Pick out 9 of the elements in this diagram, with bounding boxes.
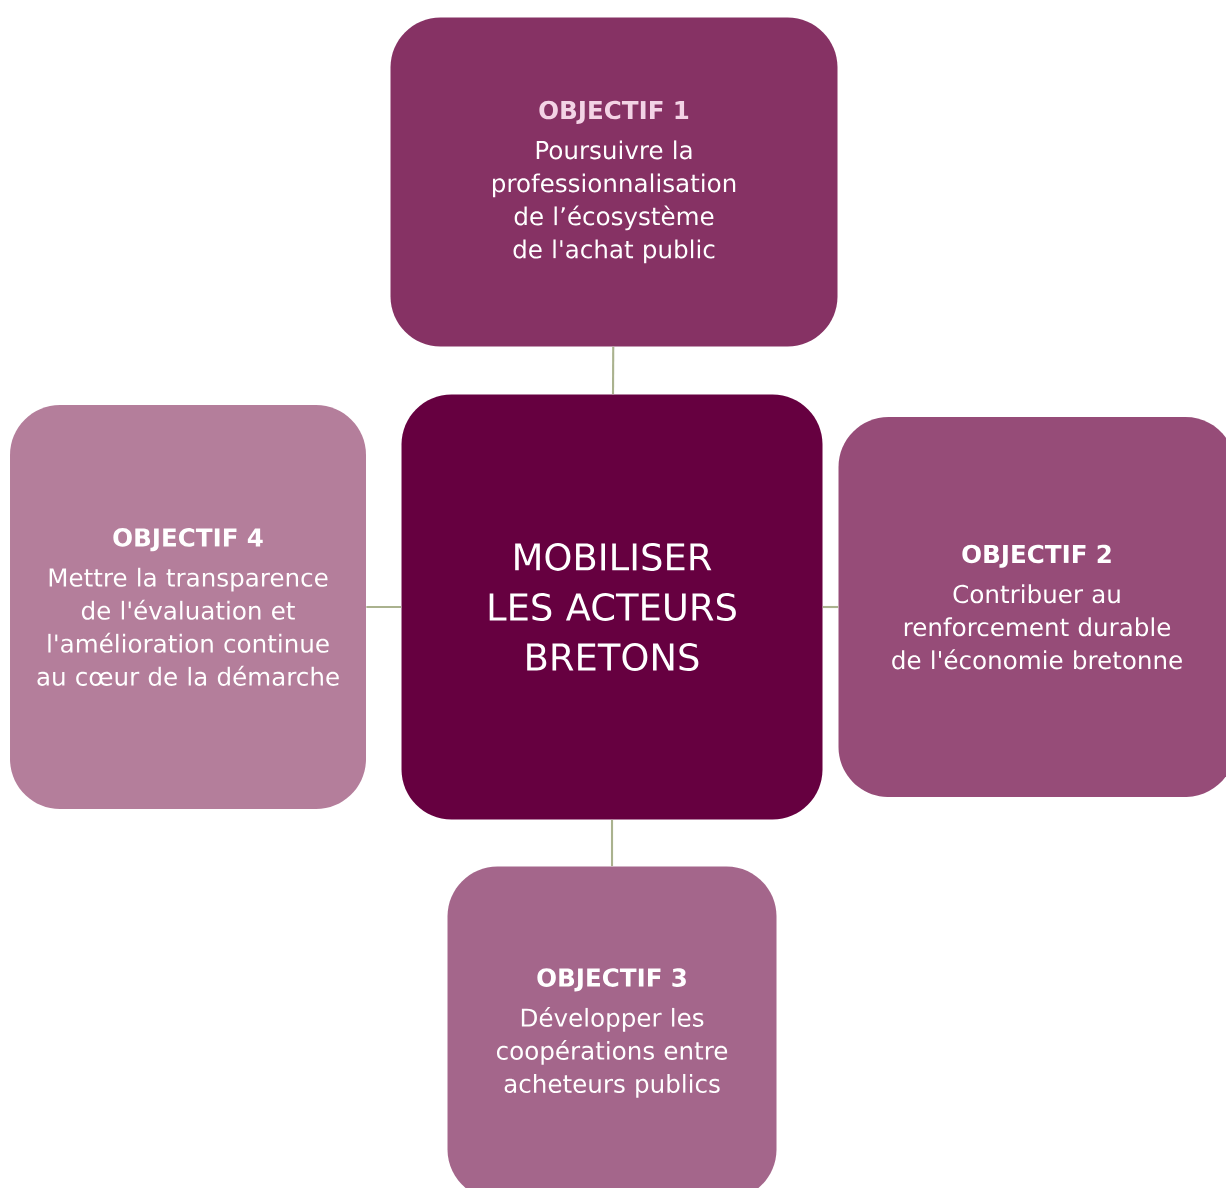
connector-line (366, 605, 402, 609)
objective-box: OBJECTIF 3 Développer les coopérations entre acheteurs publics (447, 866, 777, 1188)
connector-line (610, 819, 614, 867)
center-box: MOBILISER LES ACTEURS BRETONS (401, 394, 823, 820)
objective-box: OBJECTIF 2 Contribuer au renforcement durable de l'économie bretonne (838, 417, 1226, 797)
objective-box: OBJECTIF 1 Poursuivre la professionnalisation de l’écosystème de l'achat public (390, 17, 838, 347)
connector-line (822, 605, 839, 609)
objective-box: OBJECTIF 4 Mettre la transparence de l'évaluation et l'amélioration continue au cœur de la démarche (10, 405, 366, 809)
connector-line (611, 346, 615, 395)
